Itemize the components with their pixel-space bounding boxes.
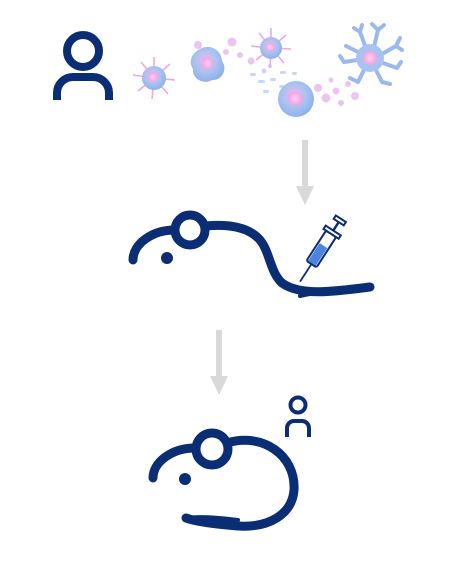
round-cell [278, 81, 314, 117]
arrow-down-icon [210, 330, 228, 395]
mouse-injected-icon [128, 210, 375, 298]
cell-particles [194, 37, 359, 106]
spiky-cell [250, 28, 292, 69]
dendritic-cell [338, 22, 404, 86]
donor-person-icon [53, 31, 113, 100]
arrow-down-icon [296, 140, 314, 205]
mouse-humanized-icon [148, 428, 299, 531]
lobed-cell [190, 46, 225, 82]
immune-cells-icon [132, 22, 404, 117]
spiky-cell [132, 57, 176, 100]
syringe-icon [299, 214, 348, 283]
human-badge-person-icon [285, 395, 311, 437]
